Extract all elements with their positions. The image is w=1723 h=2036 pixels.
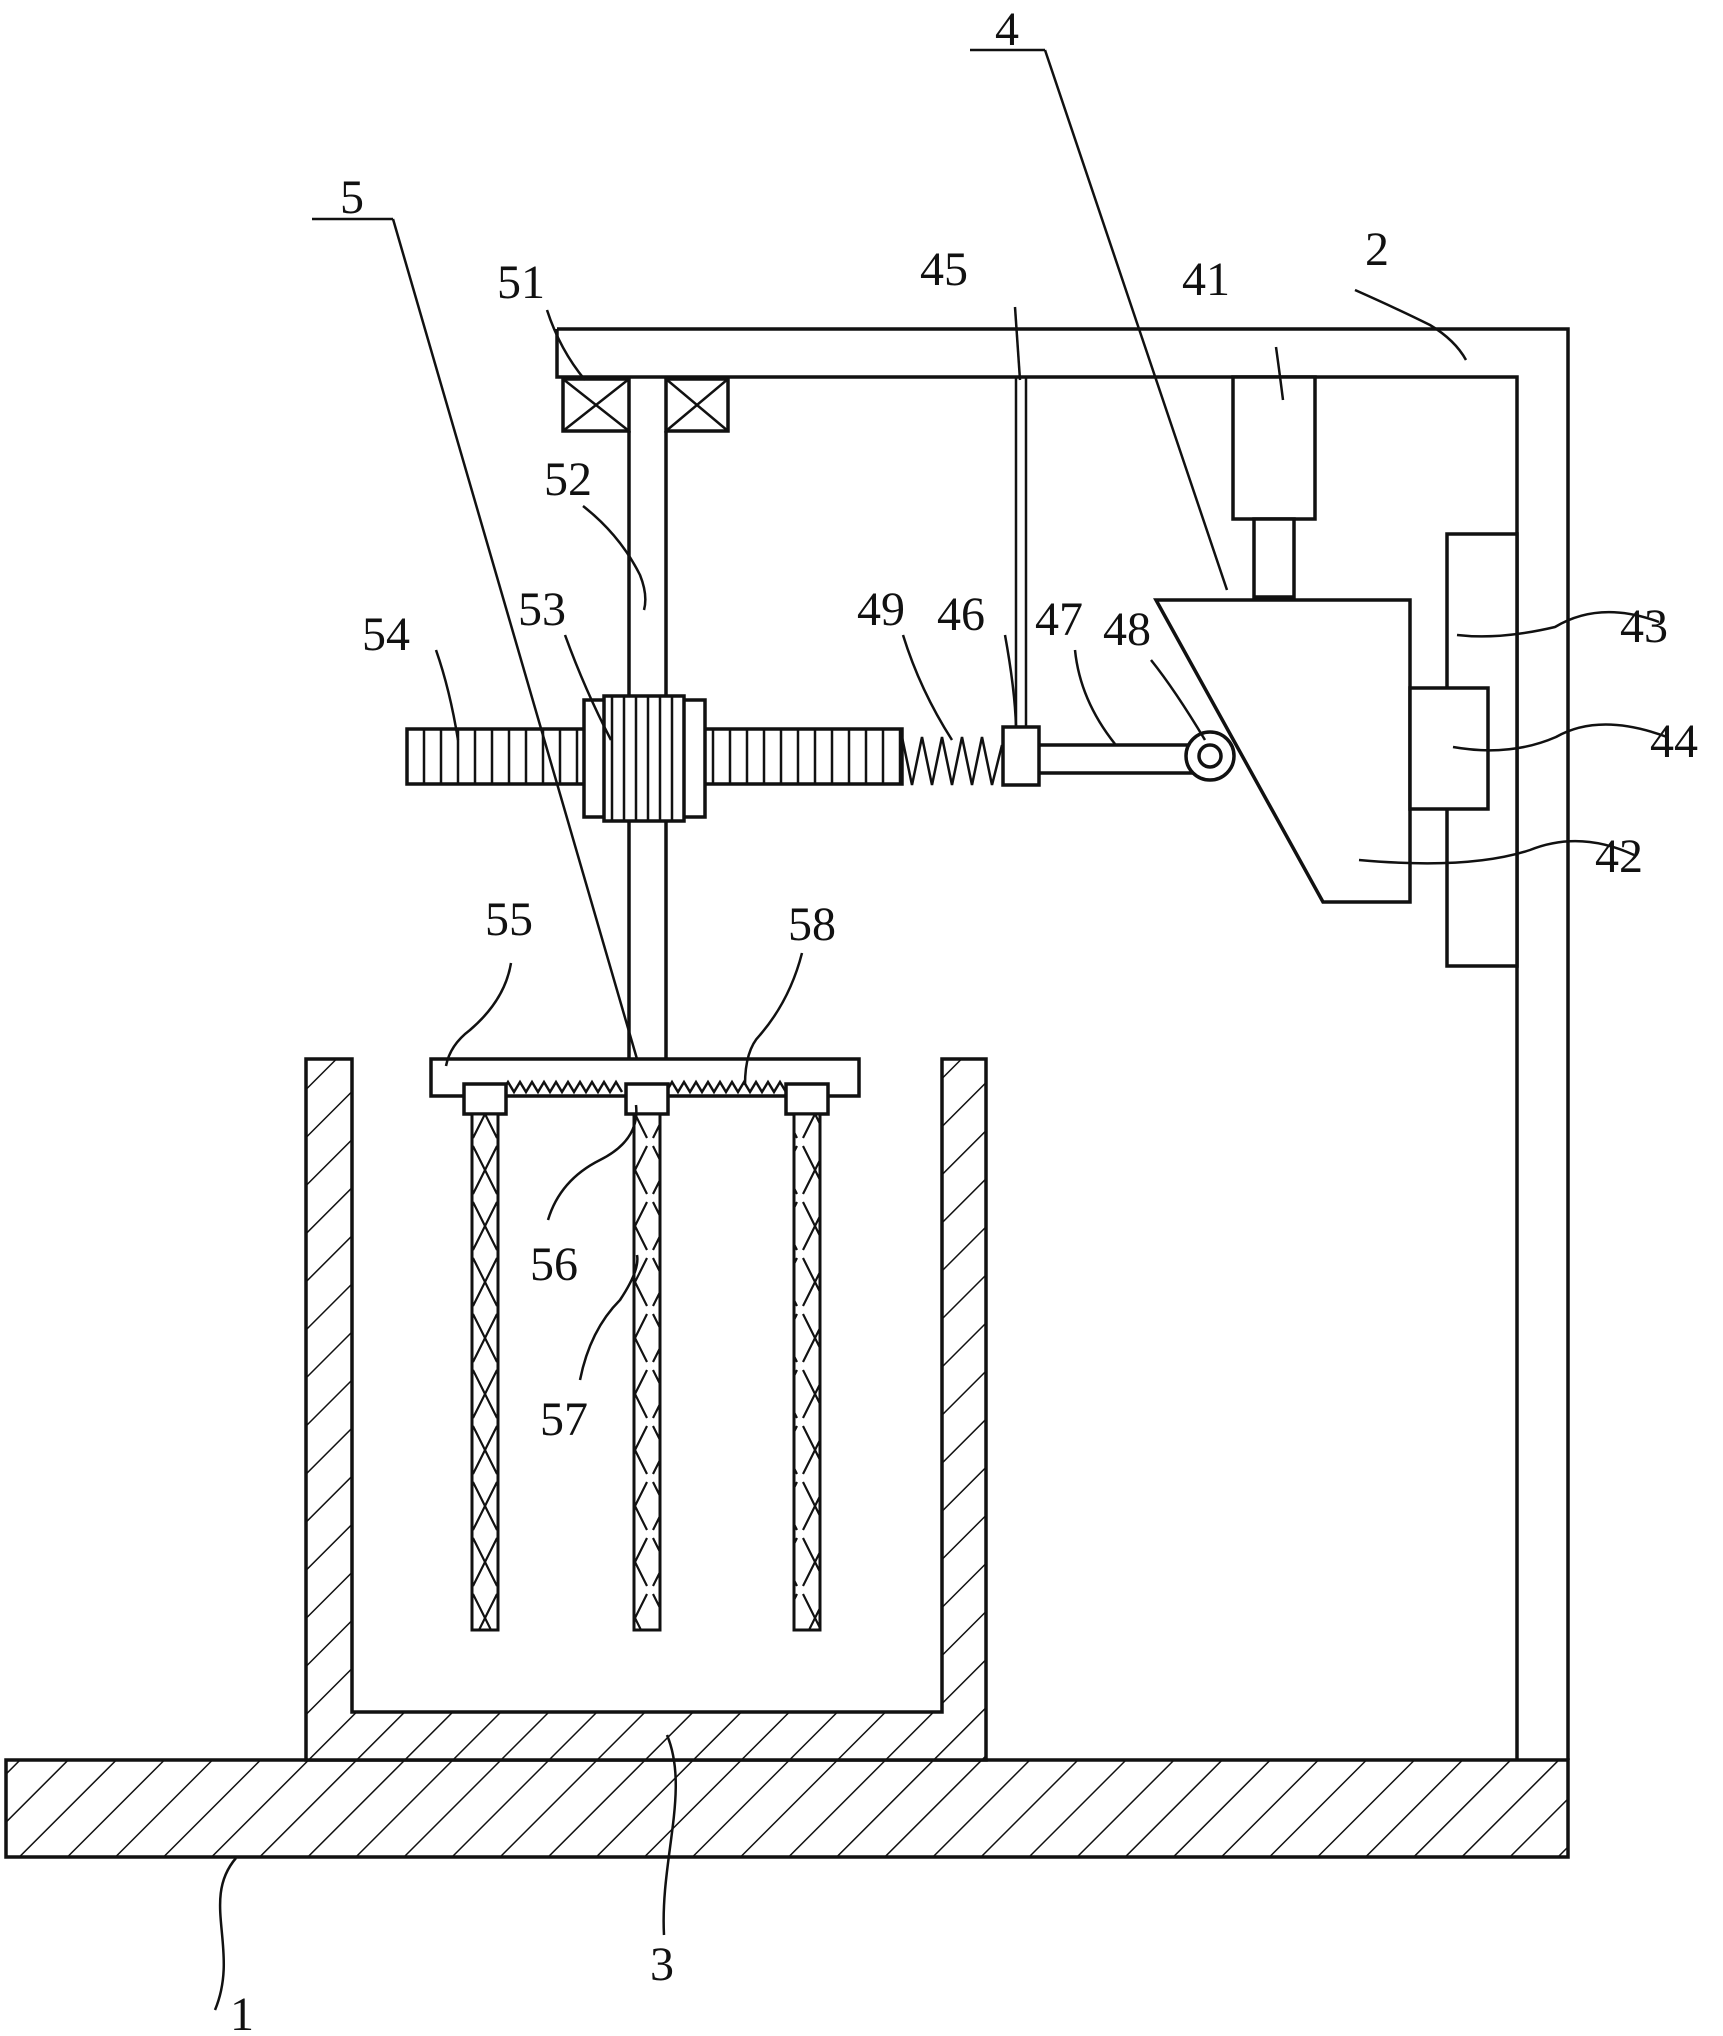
label-45: 45 (920, 243, 968, 296)
label-2: 2 (1365, 223, 1389, 276)
label-4: 4 (995, 3, 1019, 56)
connecting-rod (1039, 743, 1198, 775)
label-56: 56 (530, 1238, 578, 1291)
label-1: 1 (230, 1988, 254, 2036)
small-rack (500, 1079, 788, 1095)
label-41: 41 (1182, 253, 1230, 306)
part-labels: 1 2 3 4 5 41 42 43 44 45 46 47 48 49 51 … (230, 3, 1698, 2036)
gear (582, 694, 707, 823)
slide-block (1408, 686, 1490, 811)
label-47: 47 (1035, 593, 1083, 646)
cylinder (1231, 375, 1317, 599)
label-54: 54 (362, 608, 410, 661)
label-48: 48 (1103, 603, 1151, 656)
label-55: 55 (485, 893, 533, 946)
leader-lines (213, 48, 1668, 2011)
stirring-tank (304, 1057, 988, 1762)
frame (555, 327, 1570, 1760)
small-gears (462, 1082, 830, 1116)
label-58: 58 (788, 898, 836, 951)
label-5: 5 (340, 171, 364, 224)
label-49: 49 (857, 583, 905, 636)
label-57: 57 (540, 1393, 588, 1446)
stirring-rods (470, 1112, 822, 1632)
label-43: 43 (1620, 600, 1668, 653)
bearing-assembly (561, 377, 730, 433)
label-52: 52 (544, 453, 592, 506)
label-53: 53 (518, 583, 566, 636)
spring (900, 736, 1004, 786)
label-46: 46 (937, 588, 985, 641)
label-51: 51 (497, 256, 545, 309)
pivot-wheel (1184, 730, 1236, 782)
label-44: 44 (1650, 715, 1698, 768)
slider-block (1001, 725, 1041, 787)
guide-rod (1014, 377, 1028, 727)
wedge-block (1153, 598, 1412, 904)
label-3: 3 (650, 1938, 674, 1991)
label-42: 42 (1595, 830, 1643, 883)
base-plate (4, 1758, 1570, 1859)
